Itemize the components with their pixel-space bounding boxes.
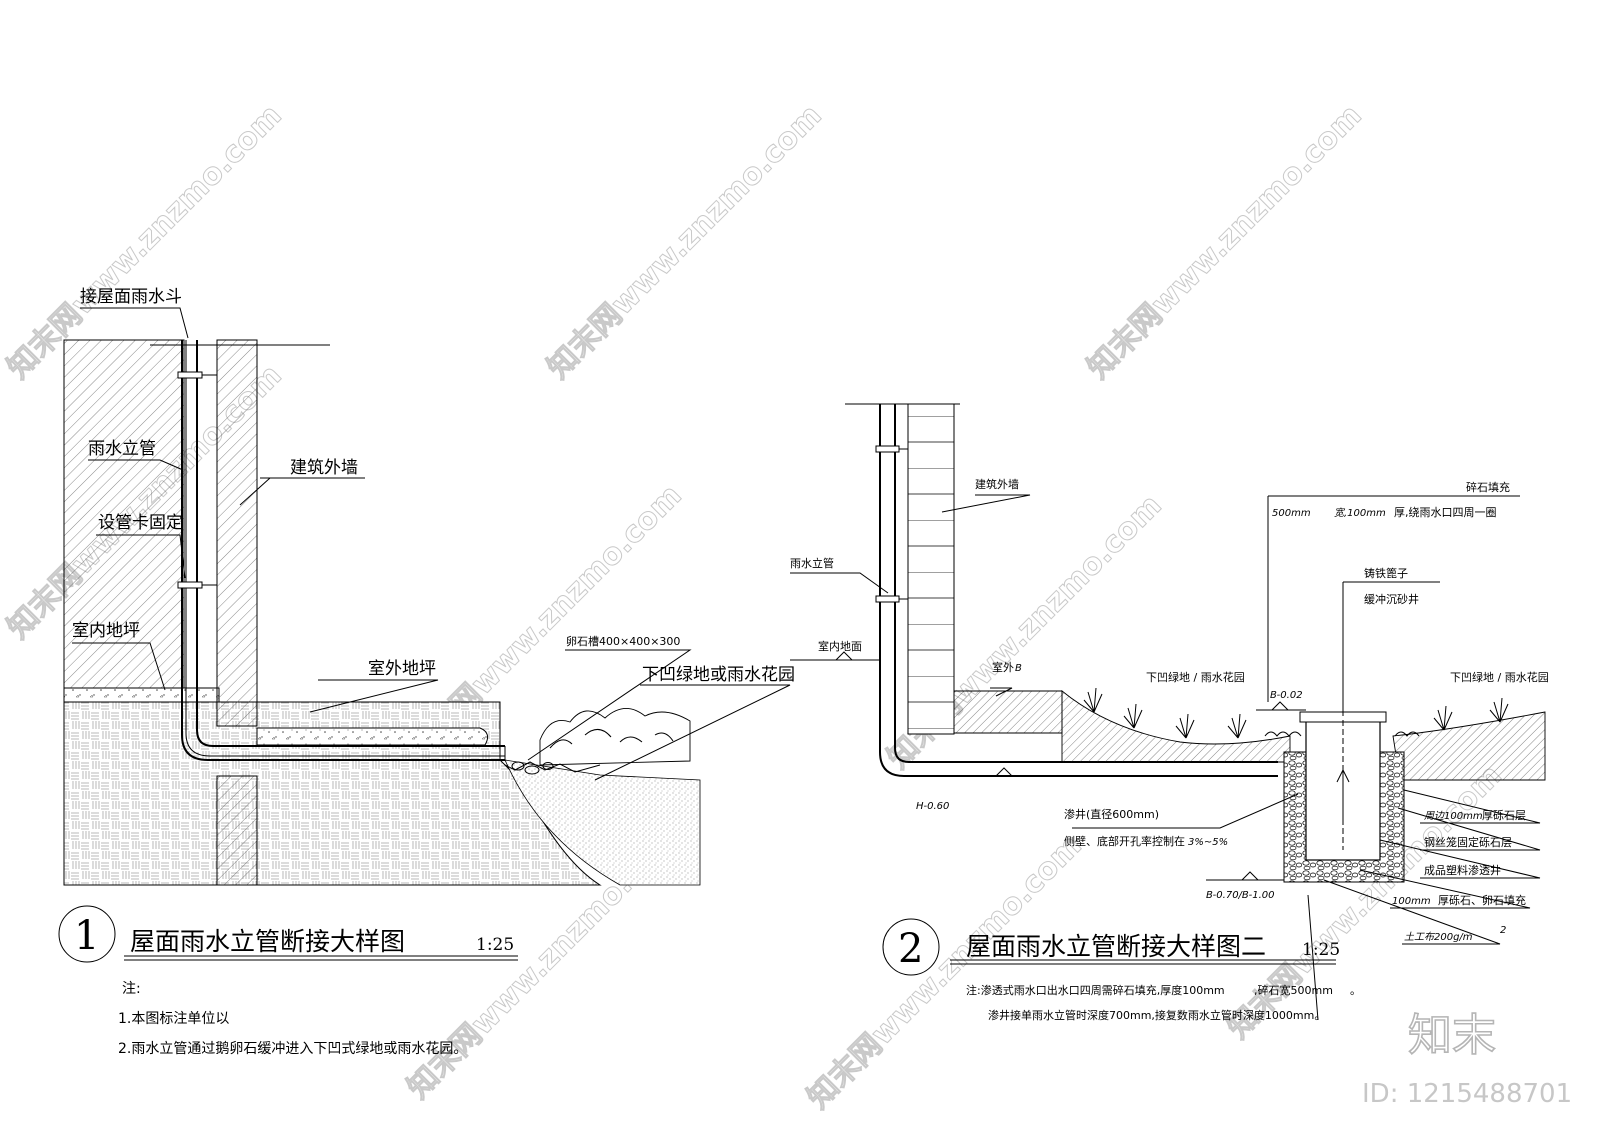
label-d2-gravel-fill: 碎石填充 — [1466, 480, 1510, 494]
label-d2-gravel-spec-b: 宽,100mm — [1334, 507, 1386, 519]
detail-2-title-block — [882, 918, 1336, 976]
label-d2-bottom-a: 100mm — [1392, 896, 1431, 907]
detail-2-scale: 1:25 — [1302, 940, 1340, 960]
label-d2-geotextile: 土工布200g/m — [1404, 931, 1473, 943]
detail-1-title-block — [58, 905, 518, 963]
label-d2-bottom-b: 厚砾石、卵石填充 — [1438, 893, 1526, 907]
detail-1-title: 屋面雨水立管断接大样图 — [130, 927, 405, 956]
detail-1-drawing — [63, 307, 791, 886]
label-outdoor-floor: 室外地坪 — [368, 659, 436, 679]
label-d2-rain-garden-right: 下凹绿地 / 雨水花园 — [1450, 670, 1549, 684]
detail-1-scale: 1:25 — [476, 935, 514, 955]
detail-2-title: 屋面雨水立管断接大样图二 — [966, 932, 1266, 961]
detail-2-note-1c: 。 — [1350, 984, 1361, 997]
detail-2-note-1b: ,碎石宽500mm — [1254, 983, 1333, 997]
label-d2-indoor-ground: 室内地面 — [818, 639, 862, 653]
detail-1-note-2: 2.雨水立管通过鹅卵石缓冲进入下凹式绿地或雨水花园。 — [118, 1040, 467, 1057]
label-d2-seep-well: 渗井(直径600mm) — [1064, 807, 1159, 821]
label-d2-gravel-spec-c: 厚,绕雨水口四周一圈 — [1394, 506, 1497, 519]
label-d2-elev-b002: B-0.02 — [1270, 690, 1303, 701]
watermark: 知末网www.znzmo.com — [801, 828, 1089, 1116]
label-d2-exterior-wall: 建筑外墙 — [975, 477, 1019, 491]
detail-1-note-1: 1.本图标注单位以 — [118, 1011, 229, 1027]
detail-1-number: 1 — [74, 913, 99, 959]
label-rain-garden: 下凹绿地或雨水花园 — [642, 665, 795, 685]
label-roof-drain: 接屋面雨水斗 — [80, 287, 182, 307]
label-d2-gravel-spec-a: 500mm — [1272, 508, 1311, 519]
detail-2-drawing — [790, 403, 1546, 1021]
watermark: 知末网www.znzmo.com — [541, 98, 829, 386]
label-d2-plastic-well: 成品塑料渗透井 — [1424, 863, 1501, 877]
label-d2-side-wall-a: 侧壁、底部开孔率控制在 — [1064, 834, 1185, 848]
label-d2-rain-garden-left: 下凹绿地 / 雨水花园 — [1146, 670, 1245, 684]
label-d2-elev-h060: H-0.60 — [916, 801, 949, 812]
label-d2-geotextile-sup: 2 — [1500, 925, 1506, 936]
label-d2-side-wall-b: 3%~5% — [1188, 837, 1228, 848]
label-pebble-trough: 卵石槽400×400×300 — [566, 635, 680, 648]
detail-1-note-heading: 注: — [122, 981, 141, 997]
label-d2-outdoor: 室外 — [992, 660, 1014, 674]
label-d2-cast-iron-grate: 铸铁篦子 — [1364, 566, 1408, 580]
label-pipe-clamp: 设管卡固定 — [98, 513, 183, 533]
detail-2-note-1a: 注:渗透式雨水口出水口四周需碎石填充,厚度100mm — [966, 983, 1225, 997]
label-indoor-floor: 室内地坪 — [72, 621, 140, 641]
watermark: 知末网www.znzmo.com — [1081, 98, 1369, 386]
label-d2-outdoor-mark: B — [1015, 663, 1022, 674]
label-d2-wire-cage: 钢丝笼固定砾石层 — [1424, 835, 1512, 849]
label-d2-downpipe: 雨水立管 — [790, 556, 834, 570]
label-d2-perimeter-a: 周边100mm — [1424, 810, 1483, 822]
brand-id: ID: 1215488701 — [1362, 1079, 1572, 1109]
detail-2-note-2: 渗井接单雨水立管时深度700mm,接复数雨水立管时深度1000mm。 — [988, 1008, 1325, 1022]
detail-2-number: 2 — [898, 926, 923, 972]
brand-logo: 知末 — [1408, 1010, 1496, 1061]
label-d2-sand-well: 缓冲沉砂井 — [1364, 592, 1419, 606]
label-downpipe: 雨水立管 — [88, 439, 156, 459]
label-exterior-wall: 建筑外墙 — [290, 458, 358, 478]
label-d2-elev-b070: B-0.70/B-1.00 — [1206, 890, 1275, 901]
label-d2-perimeter-b: 厚砾石层 — [1482, 809, 1526, 822]
